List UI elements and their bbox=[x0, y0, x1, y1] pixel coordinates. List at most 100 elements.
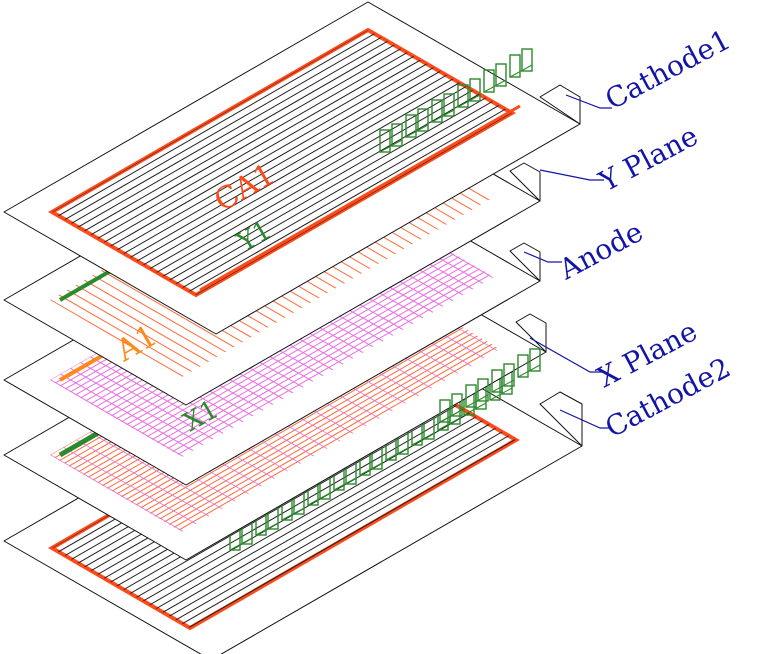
anode-cross-wire bbox=[50, 361, 221, 457]
cathode1-wire bbox=[77, 30, 498, 274]
cathode1-readout-pad bbox=[405, 124, 429, 138]
cathode1-readout-pad bbox=[405, 114, 417, 138]
label-cathode1: Cathode1 bbox=[600, 23, 736, 116]
cathode1-readout-pad bbox=[483, 79, 507, 93]
anode-leader-line bbox=[523, 251, 562, 263]
cathode1-wire bbox=[52, 30, 439, 240]
cathode2-wire bbox=[116, 388, 516, 628]
cathode1-wire bbox=[52, 30, 446, 243]
cathode1-hv-line bbox=[199, 104, 521, 292]
cathode1-readout-pad bbox=[509, 64, 533, 78]
x-plane-readout-pads bbox=[439, 348, 541, 423]
x-plane-readout-pad bbox=[439, 399, 451, 423]
cathode2-wire bbox=[103, 381, 516, 625]
anode-cross-wire bbox=[50, 367, 211, 457]
cathode1-readout-pad bbox=[391, 123, 403, 147]
cathode1-readout-pad bbox=[483, 69, 495, 93]
cathode1-readout-pad bbox=[469, 78, 481, 102]
cathode1-tab bbox=[539, 84, 581, 125]
cathode1-readout-pads bbox=[379, 48, 533, 153]
cathode2-readout-pad bbox=[333, 477, 357, 491]
cathode1-readout-pad bbox=[457, 84, 469, 108]
x-plane-cross-strip bbox=[55, 427, 237, 532]
y-plane-strip bbox=[50, 282, 219, 377]
cathode2-readout-pad bbox=[411, 432, 435, 446]
cathode1-wire bbox=[52, 30, 472, 259]
anode-tab bbox=[509, 242, 541, 282]
x-plane-readout-pad bbox=[465, 384, 477, 408]
y-plane-strip bbox=[50, 287, 211, 377]
cathode1-wire bbox=[103, 45, 512, 289]
cathode2-readout-pad bbox=[385, 447, 409, 461]
cathode1-readout-pad bbox=[431, 99, 443, 123]
y-plane-strip bbox=[63, 267, 245, 373]
x-plane-readout-pad bbox=[491, 379, 515, 393]
x-plane-readout-pad bbox=[503, 363, 515, 387]
anode-cross-wire bbox=[50, 356, 231, 457]
y-plane-strip bbox=[80, 258, 262, 364]
cathode1-readout-pad bbox=[509, 54, 521, 78]
x-plane-leader-line bbox=[529, 337, 602, 373]
cathode2-readout-pad bbox=[489, 387, 513, 401]
cathode2-wire bbox=[109, 385, 516, 628]
cathode1-readout-pad bbox=[417, 108, 429, 132]
cathode2-wire bbox=[123, 392, 516, 628]
cathode2-readout-pad bbox=[437, 417, 461, 431]
y-plane-strip bbox=[50, 277, 228, 377]
cathode1-readout-pad bbox=[521, 48, 533, 72]
cathode1-wire bbox=[64, 30, 485, 266]
x-plane-readout-pad bbox=[491, 369, 503, 393]
cathode1-wire bbox=[90, 37, 511, 281]
cathode2-wire bbox=[129, 396, 516, 628]
cathode1-readout-pad bbox=[431, 109, 455, 123]
x-plane-readout-pad bbox=[517, 354, 529, 378]
cathode1-wire bbox=[136, 64, 512, 295]
x-plane-readout-pad bbox=[529, 348, 541, 372]
x-plane-cross-strip bbox=[50, 435, 224, 532]
x-plane-cross-strip bbox=[69, 420, 250, 525]
cathode1-wire bbox=[116, 52, 512, 295]
cathode1-wire bbox=[155, 75, 512, 295]
cathode1-readout-pad bbox=[457, 94, 481, 108]
cathode1-wire bbox=[52, 30, 452, 247]
cathode2-readout-pad bbox=[359, 462, 383, 476]
cathode1-wire bbox=[142, 68, 512, 295]
y-plane-strip bbox=[72, 263, 253, 368]
x-plane-readout-pad bbox=[439, 409, 463, 423]
x-plane-readout-pad bbox=[465, 394, 489, 408]
cathode2-wire bbox=[136, 400, 516, 628]
layer-cathode1 bbox=[3, 1, 581, 335]
anode-cross-wire bbox=[69, 344, 251, 450]
cathode2-leader-line bbox=[559, 409, 610, 429]
y-plane-tab bbox=[509, 162, 541, 202]
label-y-plane: Y Plane bbox=[593, 119, 703, 199]
cathode2-readout-pad bbox=[255, 522, 279, 536]
x-plane-cross-strip bbox=[50, 442, 211, 532]
cathode1-wire bbox=[149, 71, 512, 295]
cathode1-readout-pad bbox=[495, 63, 507, 87]
cathode2-readout-pad bbox=[463, 402, 487, 416]
cathode1-wire bbox=[70, 30, 492, 270]
y-plane-leader-line bbox=[539, 169, 604, 181]
x-plane-readout-pad bbox=[517, 364, 541, 378]
label-anode: Anode bbox=[553, 215, 648, 287]
cathode2-tab bbox=[539, 391, 583, 447]
cathode1-readout-pad bbox=[443, 93, 455, 117]
cathode2-readout-pad bbox=[307, 492, 331, 506]
x-plane-readout-pad bbox=[477, 378, 489, 402]
cathode1-readout-pad bbox=[379, 129, 391, 153]
anode-cross-wire bbox=[59, 350, 241, 456]
x-plane-readout-pad bbox=[451, 393, 463, 417]
cathode1-readout-pad bbox=[379, 139, 403, 153]
cathode2-wire bbox=[142, 404, 516, 628]
cathode1-leader-line bbox=[565, 94, 612, 109]
cathode1-wire bbox=[52, 30, 465, 255]
cathode1-wire bbox=[96, 41, 512, 285]
cathode2-readout-pad bbox=[281, 507, 305, 521]
y-plane-strip bbox=[55, 272, 236, 377]
cathode1-wire bbox=[57, 30, 479, 262]
cathode1-wire bbox=[83, 34, 505, 277]
cathode2-wire bbox=[149, 407, 516, 628]
